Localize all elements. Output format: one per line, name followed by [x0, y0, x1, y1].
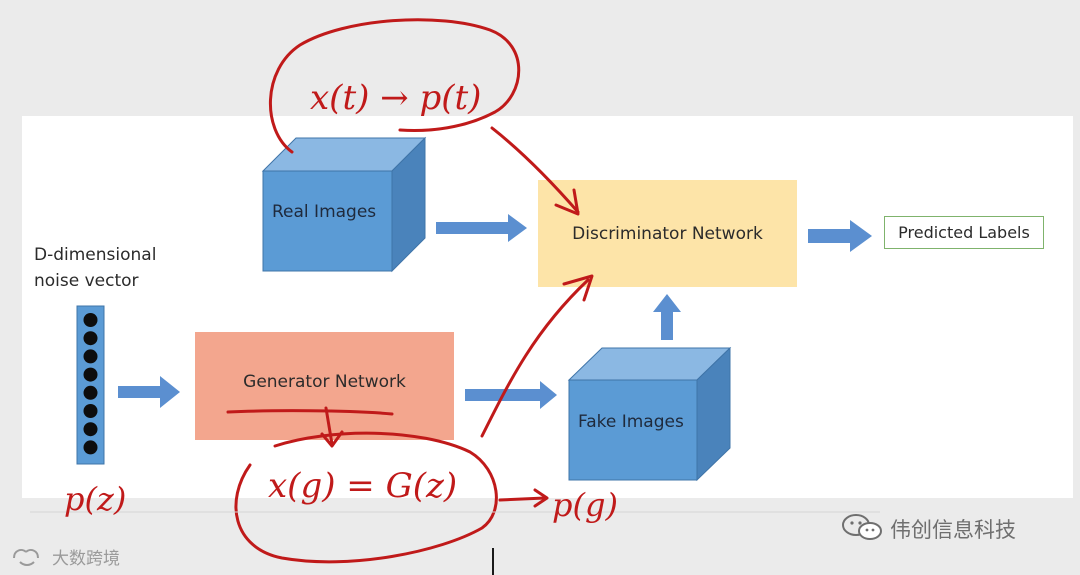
ink-text-fake-mapping: x(g) = G(z)	[268, 466, 458, 506]
watermark-left-text: 大数跨境	[52, 549, 120, 569]
ink-arrow-from-generator-head	[320, 430, 344, 448]
ink-arrow-to-discriminator-2-head	[562, 274, 594, 302]
wechat-icon	[842, 514, 882, 540]
ink-arrow-to-discriminator-head	[554, 188, 580, 216]
noise-dot	[83, 440, 98, 455]
noise-vector-bar	[76, 305, 105, 465]
generator-network-label: Generator Network	[243, 372, 406, 392]
fake-images-label: Fake Images	[578, 412, 684, 432]
ink-text-fake-dist: p(g)	[552, 486, 618, 524]
noise-vector-label-line2: noise vector	[34, 271, 139, 291]
generator-network-box: Generator Network	[195, 332, 454, 440]
ink-circle-top	[269, 18, 521, 154]
arrow-noise-to-generator	[118, 376, 180, 408]
real-images-cube	[261, 136, 427, 273]
real-cube-front	[262, 170, 393, 272]
ink-arrow-from-generator	[324, 406, 334, 446]
fake-cube-front	[568, 379, 698, 481]
ink-arrow-to-pg	[498, 496, 547, 502]
noise-dot	[83, 349, 98, 364]
predicted-labels-label: Predicted Labels	[898, 223, 1030, 242]
noise-dot	[83, 422, 98, 437]
arrow-generator-to-fake	[465, 381, 557, 409]
noise-dot	[83, 385, 98, 400]
noise-dot	[83, 404, 98, 418]
real-images-label: Real Images	[272, 202, 377, 222]
ink-circle-bottom	[234, 431, 498, 564]
noise-dot	[83, 313, 98, 327]
discriminator-network-label: Discriminator Network	[572, 223, 763, 244]
noise-vector-column	[76, 305, 105, 465]
discriminator-network-box: Discriminator Network	[538, 180, 797, 287]
ink-text-real-mapping: x(t) → p(t)	[310, 78, 482, 118]
watermark-left-icon	[13, 549, 39, 566]
arrow-discriminator-to-labels	[808, 220, 872, 252]
watermark-right-text: 伟创信息科技	[890, 518, 1016, 542]
ink-arrow-to-discriminator	[490, 126, 580, 214]
ink-arrow-to-pg-head	[533, 488, 549, 508]
arrow-real-to-discriminator	[436, 214, 527, 242]
ink-arrow-to-discriminator-2	[480, 278, 590, 438]
predicted-labels-box: Predicted Labels	[884, 216, 1044, 249]
handwritten-annotations	[226, 18, 594, 564]
noise-dot	[83, 367, 98, 382]
noise-vector-label-line1: D-dimensional	[34, 245, 157, 265]
noise-dot	[83, 331, 98, 346]
ink-underline-generator	[226, 409, 394, 416]
fake-images-cube	[567, 346, 732, 482]
arrow-fake-to-discriminator	[653, 294, 681, 340]
ink-text-noise-dist: p(z)	[64, 480, 127, 518]
